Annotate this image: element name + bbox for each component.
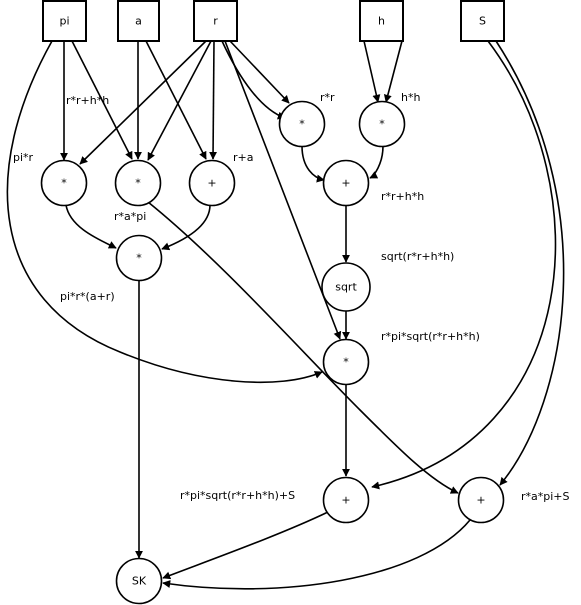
label-r-a-pi: r*a*pi <box>114 210 146 223</box>
edge-labels: pi*r r*r+h*h r+a r*r h*h r*a*pi r*r+h*h … <box>13 91 570 503</box>
label-r-pi-sqrt-plus-s: r*pi*sqrt(r*r+h*h)+S <box>180 489 295 502</box>
label-r-r-plus-h-h-top: r*r+h*h <box>66 94 109 107</box>
edge-add-right-to-sk <box>162 519 471 590</box>
edge-mul-r-a-pi-to-add-right <box>147 201 459 494</box>
op-mul-r-a-pi: * <box>114 159 162 207</box>
edge-r-to-mul-r-pi-sqrt <box>224 40 342 340</box>
edge-mul-h-h-to-add <box>369 145 384 179</box>
label-r-a-pi-plus-s: r*a*pi+S <box>521 490 570 503</box>
input-pi: pi <box>42 0 87 42</box>
edge-mul-r-r-to-add <box>301 145 325 183</box>
op-mul-r-r-label: * <box>299 118 305 131</box>
label-r-plus-a: r+a <box>233 151 253 164</box>
label-r-pi-sqrt: r*pi*sqrt(r*r+h*h) <box>381 330 480 343</box>
op-sk: SK <box>115 557 163 605</box>
op-mul-r-r: * <box>278 100 326 148</box>
label-pi-r-a-plus-r: pi*r*(a+r) <box>60 290 115 303</box>
op-add-r-a: + <box>188 159 236 207</box>
op-sk-label: SK <box>132 575 147 588</box>
op-mul-r-pi-sqrt-label: * <box>343 356 349 369</box>
edge-pi-to-mul-r-a-pi <box>71 40 133 160</box>
edge-add-left-to-sk <box>162 511 329 580</box>
input-r: r <box>193 0 238 42</box>
op-mul-pi-r-label: * <box>61 177 67 190</box>
label-r-r: r*r <box>320 91 335 104</box>
op-add-plus-s-left: + <box>322 476 370 524</box>
op-mul-pi-r: * <box>40 159 88 207</box>
input-s-label: S <box>479 15 486 28</box>
op-add-rr-hh: + <box>322 159 370 207</box>
op-mul-pi-r-ar-label: * <box>136 252 142 265</box>
op-mul-r-a-pi-label: * <box>135 177 141 190</box>
edge-a-to-add-r-a <box>145 40 207 160</box>
label-pi-r: pi*r <box>13 151 34 164</box>
input-r-label: r <box>213 15 218 28</box>
edge-r-to-add-r-a <box>209 40 218 160</box>
op-mul-h-h: * <box>358 100 406 148</box>
op-add-plus-s-right: + <box>457 476 505 524</box>
edge-mul-pi-r-to-mul <box>65 204 117 249</box>
label-h-h: h*h <box>401 91 420 104</box>
op-add-r-a-label: + <box>207 177 216 190</box>
label-sqrt-expr: sqrt(r*r+h*h) <box>381 250 454 263</box>
op-sqrt-label: sqrt <box>335 281 357 294</box>
edge-r-to-mul-pi-r <box>79 40 207 165</box>
edges <box>6 40 565 590</box>
edge-h-to-mul-h-h-2 <box>383 40 403 103</box>
op-mul-r-pi-sqrt: * <box>322 338 370 386</box>
op-add-plus-s-right-label: + <box>476 494 485 507</box>
edge-s-to-add-left <box>371 40 557 490</box>
edge-r-to-mul-r-a-pi <box>147 40 212 161</box>
op-mul-pi-r-ar: * <box>115 234 163 282</box>
edge-pi-to-mul-r-pi-sqrt <box>6 40 323 384</box>
input-a: a <box>117 0 160 42</box>
input-h-label: h <box>378 15 385 28</box>
op-sqrt: sqrt <box>321 262 371 312</box>
input-pi-label: pi <box>59 15 69 28</box>
input-h: h <box>359 0 404 42</box>
edge-r-to-mul-r-r-2 <box>229 40 290 104</box>
edge-r-to-mul-r-r-1 <box>221 40 286 120</box>
op-mul-h-h-label: * <box>379 118 385 131</box>
edge-h-to-mul-h-h-1 <box>363 40 381 103</box>
edge-add-r-a-to-mul <box>161 204 211 251</box>
input-a-label: a <box>135 15 142 28</box>
op-add-rr-hh-label: + <box>341 177 350 190</box>
op-add-plus-s-left-label: + <box>341 494 350 507</box>
label-r-r-plus-h-h: r*r+h*h <box>381 190 424 203</box>
input-s: S <box>460 0 505 42</box>
edge-s-to-add-right <box>495 40 565 486</box>
